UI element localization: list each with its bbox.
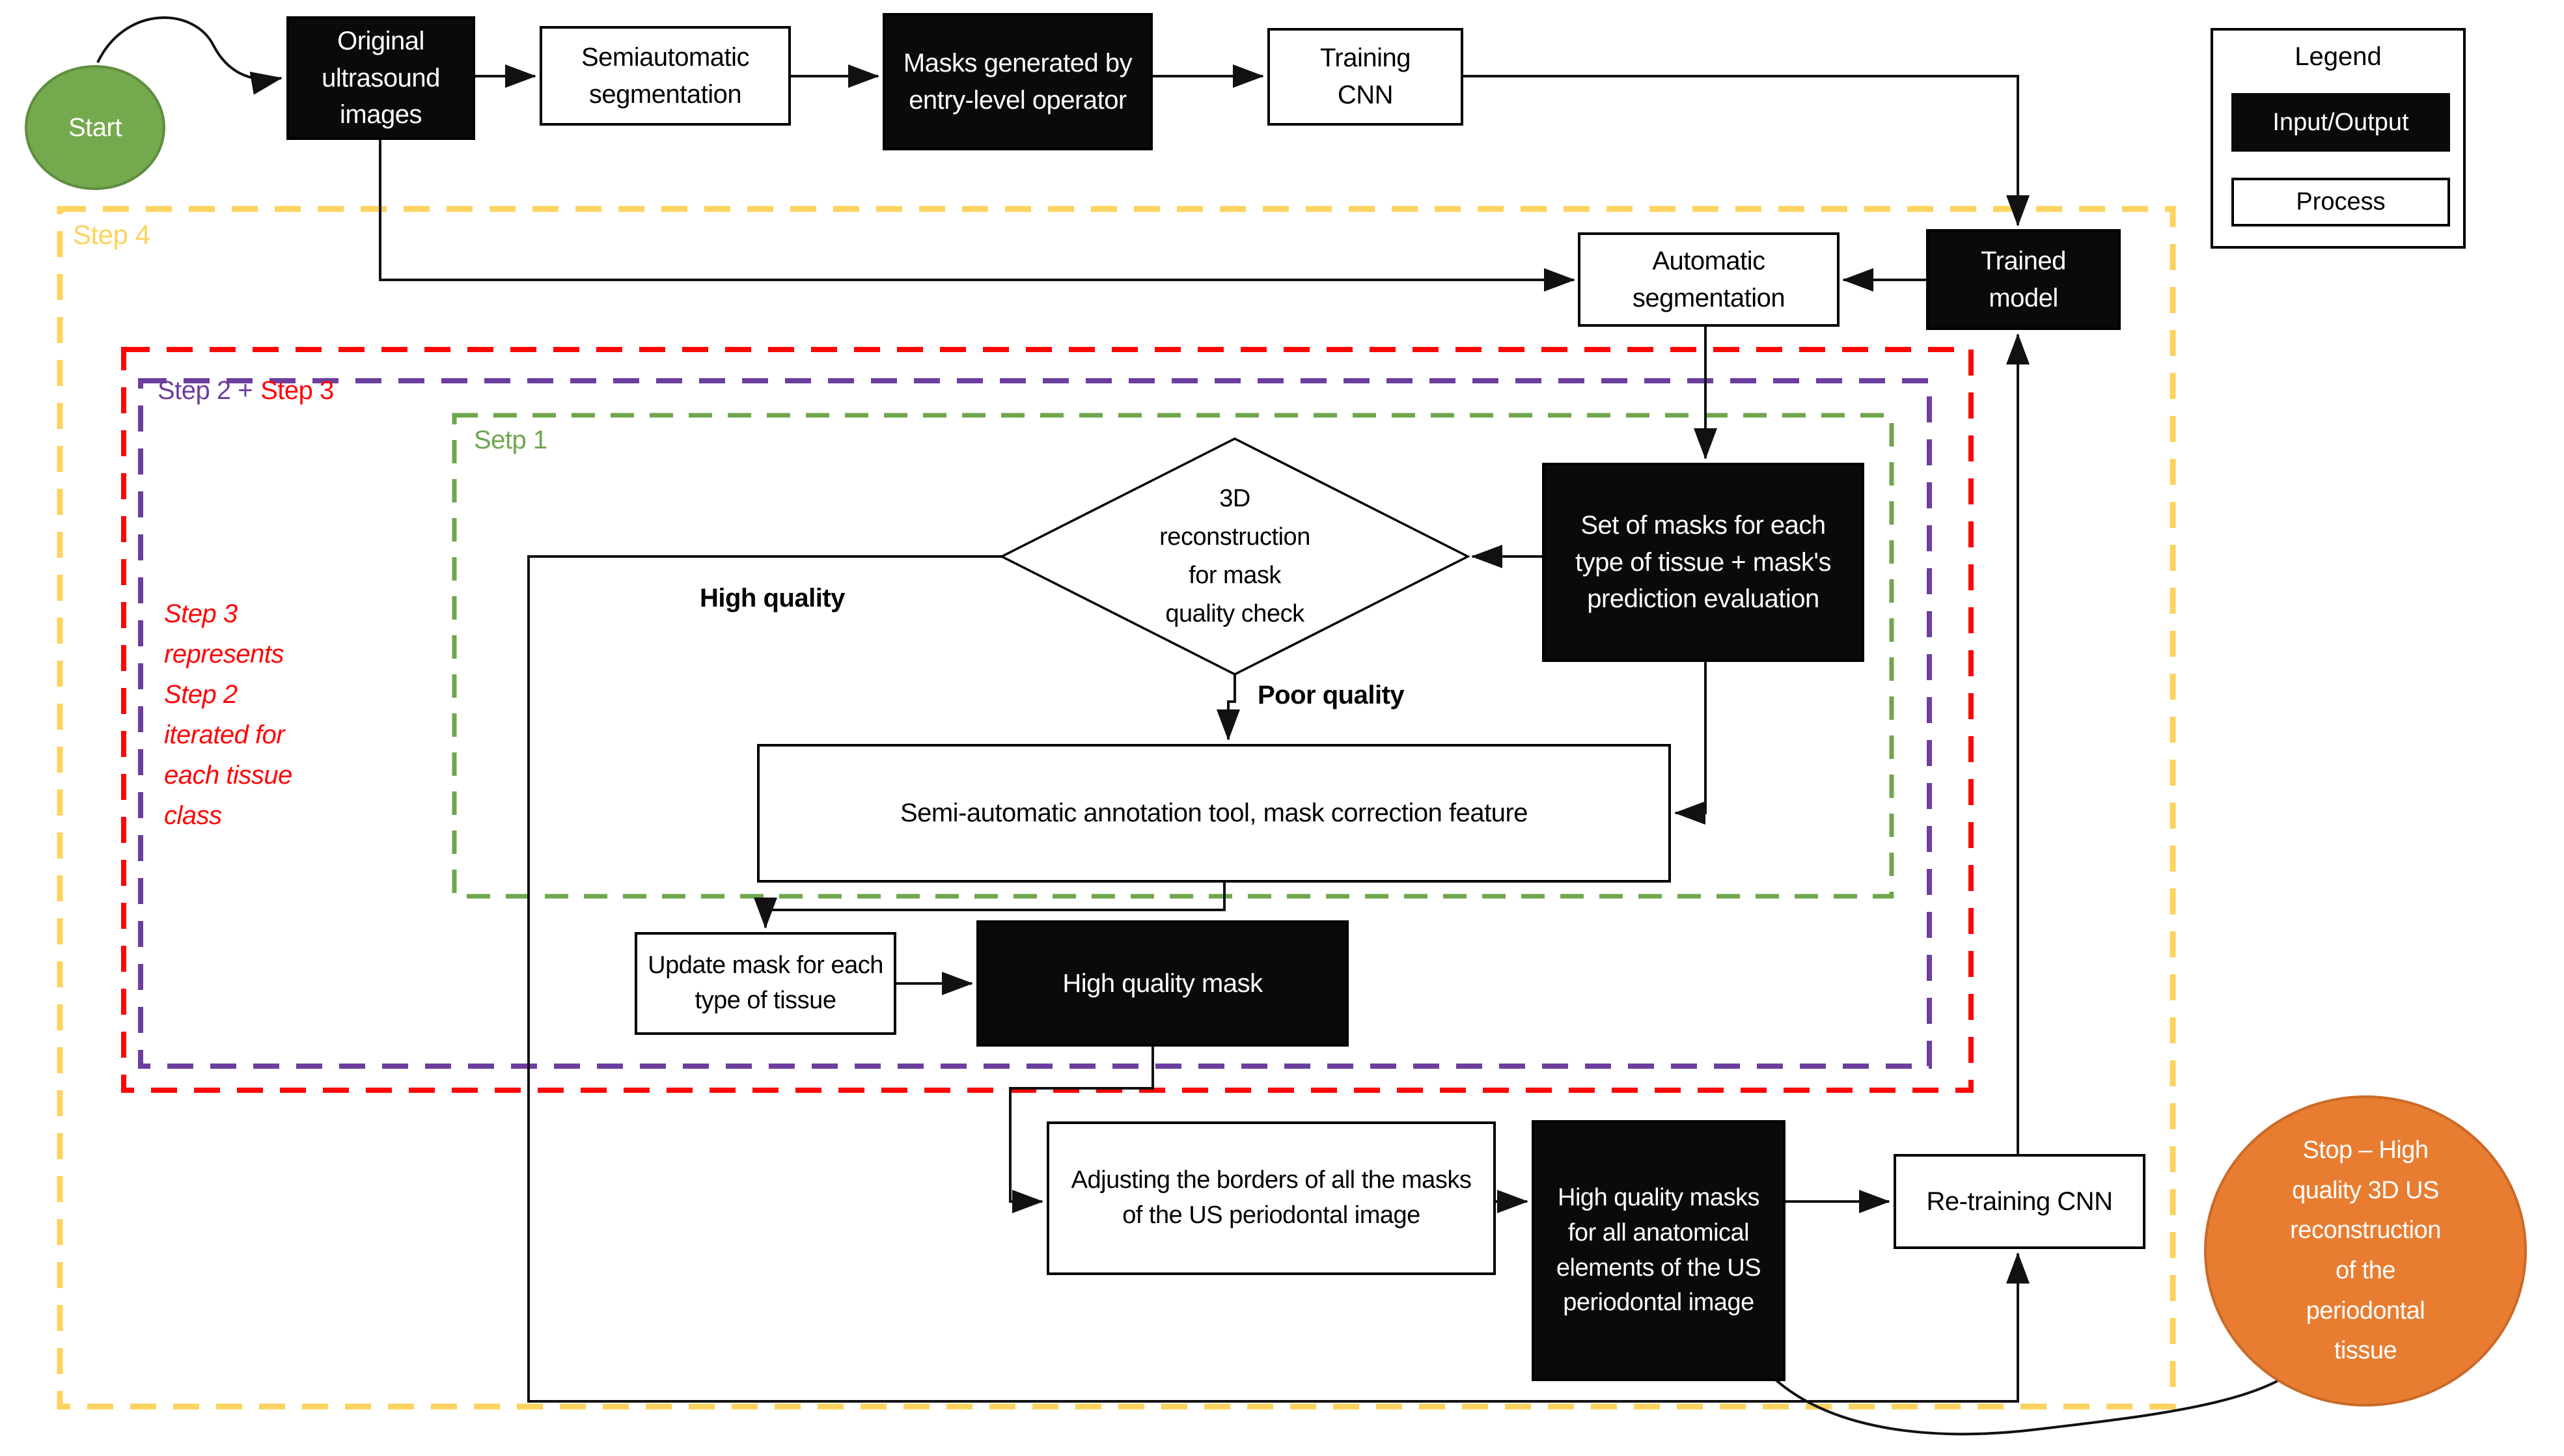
semiautomatic-segmentation-node: Semiautomatic segmentation: [540, 26, 791, 126]
hq-masks-all-elements-node: High quality masks for all anatomical el…: [1532, 1120, 1785, 1381]
step3-note-text: Step 3 represents Step 2 iterated for ea…: [164, 599, 292, 830]
step2-step3-label: Step 2 +Step 3: [158, 375, 334, 406]
high-quality-mask-node: High quality mask: [976, 920, 1349, 1047]
legend-input-output-swatch: Input/Output: [2231, 93, 2450, 152]
adjusting-borders-node: Adjusting the borders of all the masks o…: [1047, 1121, 1496, 1275]
edge-start-to-original: [96, 16, 283, 95]
edge-hqmasksall-to-stop: [1774, 1345, 2317, 1436]
legend-process-swatch: Process: [2231, 178, 2450, 227]
edge-setofmasks-to-annotationtool: [1674, 662, 1707, 825]
masks-entry-level-node: Masks generated by entry-level operator: [883, 13, 1153, 150]
original-ultrasound-images-node: Original ultrasound images: [286, 16, 475, 140]
step2-label-part: Step 2 +: [158, 376, 253, 405]
legend-title: Legend: [2295, 42, 2382, 71]
trained-model-node: Trained model: [1926, 229, 2121, 330]
retraining-cnn-node: Re-training CNN: [1894, 1154, 2145, 1249]
high-quality-branch-label: High quality: [700, 584, 845, 612]
edge-diamond-poorquality-to-annotationtool: [1217, 674, 1240, 741]
automatic-segmentation-node: Automatic segmentation: [1578, 232, 1840, 327]
update-mask-node: Update mask for each type of tissue: [635, 932, 896, 1035]
stop-node: Stop – High quality 3D US reconstruction…: [2204, 1095, 2527, 1407]
quality-check-decision-label: 3D reconstruction for mask quality check: [1159, 485, 1310, 627]
legend-box: Legend Input/Output Process: [2211, 28, 2466, 249]
training-cnn-node: Training CNN: [1267, 28, 1463, 126]
poor-quality-branch-label: Poor quality: [1258, 681, 1405, 709]
step4-label: Step 4: [73, 219, 150, 250]
set-of-masks-node: Set of masks for each type of tissue + m…: [1542, 463, 1864, 662]
edge-trainingcnn-to-trainedmodel: [1463, 75, 2030, 227]
step3-label-part: Step 3: [260, 376, 334, 405]
start-node: Start: [25, 65, 165, 190]
annotation-tool-node: Semi-automatic annotation tool, mask cor…: [757, 744, 1671, 883]
edge-original-to-automatic: [379, 140, 1575, 292]
step1-label: Setp 1: [474, 426, 547, 454]
